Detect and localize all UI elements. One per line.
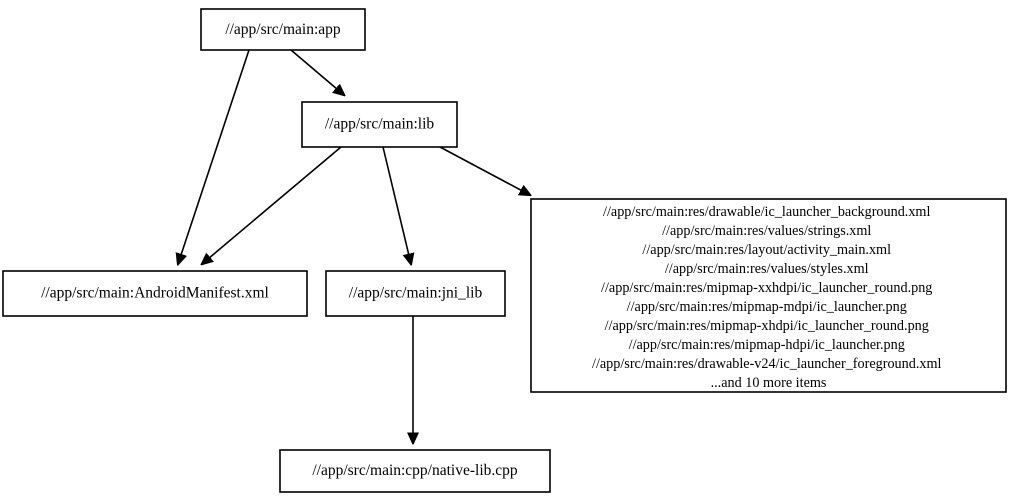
resource-line: //app/src/main:res/drawable/ic_launcher_… (603, 204, 930, 220)
resource-line: //app/src/main:res/mipmap-xhdpi/ic_launc… (605, 318, 929, 334)
node-resources-label: //app/src/main:res/drawable/ic_launcher_… (592, 204, 945, 391)
node-lib-label: //app/src/main:lib (325, 116, 435, 133)
resource-line: //app/src/main:res/layout/activity_main.… (642, 242, 891, 258)
node-jni-lib[interactable]: //app/src/main:jni_lib (325, 270, 506, 317)
resource-line: //app/src/main:res/mipmap-hdpi/ic_launch… (629, 337, 905, 353)
edge-lib-to-manifest (202, 146, 342, 264)
node-native-lib-cpp-label: //app/src/main:cpp/native-lib.cpp (312, 462, 518, 479)
resource-line: //app/src/main:res/mipmap-xxhdpi/ic_laun… (601, 280, 932, 296)
resource-line: //app/src/main:res/values/strings.xml (662, 223, 871, 239)
node-resources[interactable]: //app/src/main:res/drawable/ic_launcher_… (530, 198, 1007, 393)
node-android-manifest-box[interactable] (2, 270, 308, 317)
edges-layer (178, 49, 530, 443)
node-jni-lib-box[interactable] (325, 270, 506, 317)
node-app-box[interactable] (200, 8, 366, 51)
edge-app-to-lib (290, 49, 344, 95)
node-resources-box[interactable] (530, 198, 1007, 393)
node-native-lib-cpp[interactable]: //app/src/main:cpp/native-lib.cpp (279, 449, 551, 493)
node-lib[interactable]: //app/src/main:lib (301, 101, 458, 148)
resource-line: //app/src/main:res/drawable-v24/ic_launc… (592, 356, 942, 372)
node-lib-box[interactable] (301, 101, 458, 148)
node-app-label: //app/src/main:app (225, 21, 341, 38)
node-jni-lib-label: //app/src/main:jni_lib (349, 285, 483, 302)
node-android-manifest[interactable]: //app/src/main:AndroidManifest.xml (2, 270, 308, 317)
resource-line: ...and 10 more items (711, 375, 827, 391)
node-native-lib-cpp-box[interactable] (279, 449, 551, 493)
edge-app-to-manifest (178, 49, 250, 264)
node-android-manifest-label: //app/src/main:AndroidManifest.xml (41, 285, 269, 302)
resource-line: //app/src/main:res/values/styles.xml (665, 261, 869, 277)
node-app[interactable]: //app/src/main:app (200, 8, 366, 51)
resource-line: //app/src/main:res/mipmap-mdpi/ic_launch… (627, 299, 907, 315)
edge-lib-to-resources (439, 146, 530, 195)
edge-lib-to-jni-lib (382, 146, 411, 264)
